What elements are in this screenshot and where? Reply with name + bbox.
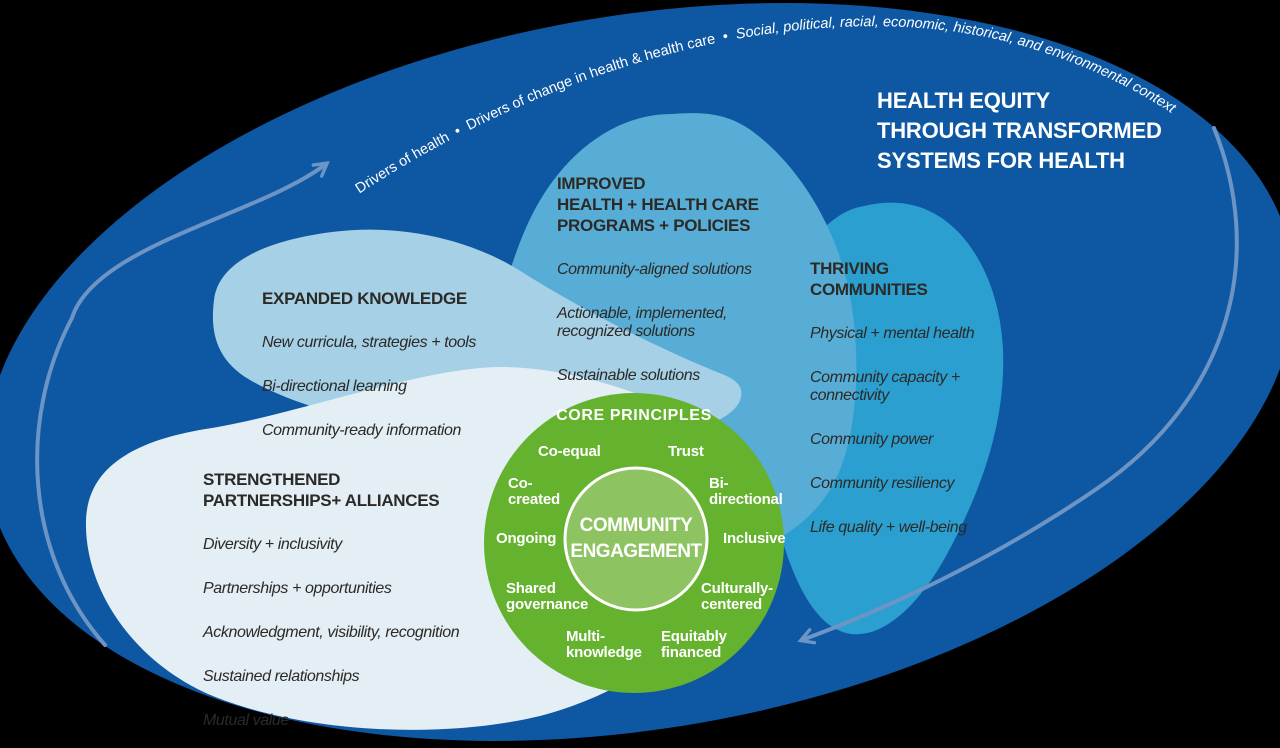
list-item: Community resiliency [810, 474, 955, 492]
list-item: Partnerships + opportunities [203, 580, 392, 598]
list-item: Community-ready information [262, 421, 462, 439]
section-expanded-heading: EXPANDED KNOWLEDGE [262, 289, 467, 308]
section-improved-heading: IMPROVED HEALTH + HEALTH CARE PROGRAMS +… [557, 174, 759, 236]
principle-shared-governance: Shared governance [506, 580, 589, 614]
principle-multi-knowledge: Multi- knowledge [566, 628, 642, 662]
list-item: New curricula, strategies + tools [262, 334, 477, 352]
cycle-arrow-left [35, 164, 326, 647]
list-item: Life quality + well-being [810, 518, 967, 536]
list-item: Sustainable solutions [557, 366, 700, 384]
list-item: Mutual value [203, 711, 289, 729]
section-strengthened: STRENGTHENED PARTNERSHIPS+ ALLIANCES Div… [203, 451, 563, 748]
section-improved: IMPROVED HEALTH + HEALTH CARE PROGRAMS +… [557, 155, 797, 411]
community-engagement-circle [563, 466, 709, 612]
list-item: Sustained relationships [203, 667, 360, 685]
list-item: Actionable, implemented, recognized solu… [557, 305, 728, 341]
list-item: Community-aligned solutions [557, 261, 752, 279]
principle-co-equal: Co-equal [538, 443, 601, 460]
principle-trust: Trust [668, 443, 704, 460]
section-expanded: EXPANDED KNOWLEDGE New curricula, strate… [262, 270, 522, 466]
list-item: Physical + mental health [810, 325, 975, 343]
principle-co-created: Co- created [508, 475, 560, 509]
principle-bi-directional: Bi- directional [709, 475, 783, 509]
list-item: Community power [810, 430, 933, 448]
principle-ongoing: Ongoing [496, 530, 557, 547]
community-engagement-label: COMMUNITY ENGAGEMENT [570, 515, 702, 563]
section-thriving: THRIVING COMMUNITIES Physical + mental h… [810, 240, 1010, 563]
principle-culturally-centered: Culturally- centered [701, 580, 773, 614]
section-thriving-heading: THRIVING COMMUNITIES [810, 259, 928, 300]
principle-equitably-financed: Equitably financed [661, 628, 727, 662]
list-item: Bi-directional learning [262, 377, 407, 395]
principle-inclusive: Inclusive [723, 530, 786, 547]
cycle-arrow-right [802, 126, 1239, 640]
list-item: Diversity + inclusivity [203, 536, 342, 554]
section-strengthened-heading: STRENGTHENED PARTNERSHIPS+ ALLIANCES [203, 470, 440, 511]
list-item: Community capacity + connectivity [810, 369, 960, 404]
core-principles-heading: CORE PRINCIPLES [556, 407, 712, 424]
list-item: Acknowledgment, visibility, recognition [203, 623, 460, 641]
diagram-title: HEALTH EQUITY THROUGH TRANSFORMED SYSTEM… [877, 88, 1162, 173]
